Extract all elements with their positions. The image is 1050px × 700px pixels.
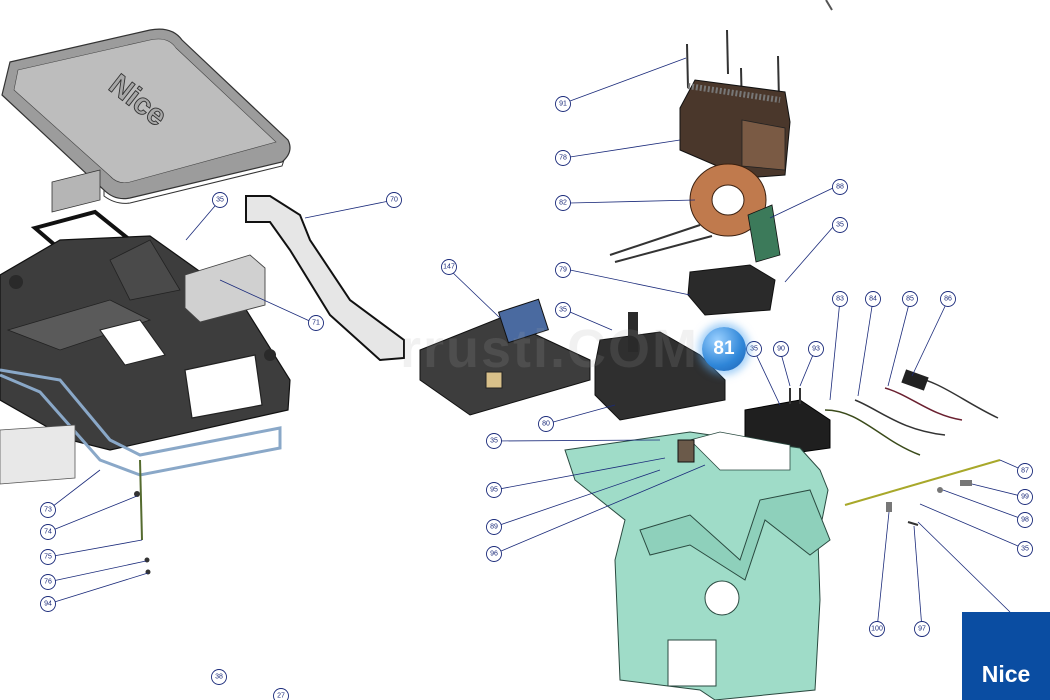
top-cover: Nice	[1, 28, 291, 204]
callout-38[interactable]: 38	[211, 669, 227, 685]
edge-fragment	[825, 0, 833, 11]
callout-82[interactable]: 82	[555, 195, 571, 211]
callout-75[interactable]: 75	[40, 549, 56, 565]
callout-80[interactable]: 80	[538, 416, 554, 432]
wire-harnesses	[824, 369, 1001, 506]
callout-79-label: 79	[559, 267, 567, 274]
callout-35-c[interactable]: 35	[746, 341, 762, 357]
callout-89[interactable]: 89	[486, 519, 502, 535]
callout-93-label: 93	[812, 346, 820, 353]
callout-35-e[interactable]: 35	[1017, 541, 1033, 557]
leader-lines	[47, 57, 1026, 630]
callout-88-label: 88	[836, 184, 844, 191]
watermark: rrusti.COM	[400, 319, 700, 379]
callout-80-label: 80	[542, 421, 550, 428]
brand-logo-text: Nice	[981, 661, 1031, 687]
part-98	[937, 487, 943, 493]
control-board-80	[594, 312, 726, 421]
callout-27-label: 27	[277, 693, 285, 700]
callout-73[interactable]: 73	[40, 502, 56, 518]
part-99	[960, 480, 972, 486]
callout-94-label: 94	[44, 601, 52, 608]
gasket-plate	[51, 169, 101, 213]
callout-89-label: 89	[490, 524, 498, 531]
highlighted-part-badge[interactable]: 81	[702, 327, 746, 371]
callout-91-label: 91	[559, 101, 567, 108]
callout-147[interactable]: 147	[441, 259, 457, 275]
callout-94[interactable]: 94	[40, 596, 56, 612]
callout-99[interactable]: 99	[1017, 489, 1033, 505]
tray-79	[687, 264, 776, 316]
callout-87-label: 87	[1021, 468, 1029, 475]
callout-74[interactable]: 74	[40, 524, 56, 540]
callout-95[interactable]: 95	[486, 482, 502, 498]
callout-147-label: 147	[443, 264, 455, 271]
callout-91[interactable]: 91	[555, 96, 571, 112]
callout-76-label: 76	[44, 579, 52, 586]
callout-74-label: 74	[44, 529, 52, 536]
callout-83[interactable]: 83	[832, 291, 848, 307]
callout-27[interactable]: 27	[273, 688, 289, 700]
heatsink	[679, 79, 791, 179]
callout-70-label: 70	[390, 197, 398, 204]
side-panel	[0, 424, 76, 485]
flat-cable	[245, 195, 405, 362]
callout-93[interactable]: 93	[808, 341, 824, 357]
base-plate	[564, 431, 831, 700]
control-board-147	[419, 298, 591, 416]
callout-35-a-label: 35	[836, 222, 844, 229]
callout-71[interactable]: 71	[308, 315, 324, 331]
callout-84[interactable]: 84	[865, 291, 881, 307]
part-100	[886, 502, 892, 512]
callout-38-label: 38	[215, 674, 223, 681]
callout-98[interactable]: 98	[1017, 512, 1033, 528]
callout-97[interactable]: 97	[914, 621, 930, 637]
callout-70[interactable]: 70	[386, 192, 402, 208]
callout-85-label: 85	[906, 296, 914, 303]
callout-98-label: 98	[1021, 517, 1029, 524]
callout-35-d-label: 35	[490, 438, 498, 445]
ground-wire	[139, 459, 143, 541]
callout-35-c-label: 35	[750, 346, 758, 353]
callout-97-label: 97	[918, 626, 926, 633]
callout-84-label: 84	[869, 296, 877, 303]
callout-79[interactable]: 79	[555, 262, 571, 278]
part-97	[907, 521, 919, 526]
transformer-coil	[609, 163, 767, 263]
callout-75-label: 75	[44, 554, 52, 561]
callout-71-label: 71	[312, 320, 320, 327]
callout-87[interactable]: 87	[1017, 463, 1033, 479]
callout-83-label: 83	[836, 296, 844, 303]
callout-99-label: 99	[1021, 494, 1029, 501]
callout-35-f-label: 35	[216, 197, 224, 204]
callout-35-e-label: 35	[1021, 546, 1029, 553]
callout-90[interactable]: 90	[773, 341, 789, 357]
callout-100-label: 100	[871, 626, 883, 633]
callout-100[interactable]: 100	[869, 621, 885, 637]
callout-78-label: 78	[559, 155, 567, 162]
callout-73-label: 73	[44, 507, 52, 514]
callout-82-label: 82	[559, 200, 567, 207]
callout-76[interactable]: 76	[40, 574, 56, 590]
callout-35-b-label: 35	[559, 307, 567, 314]
callout-96[interactable]: 96	[486, 546, 502, 562]
callout-88[interactable]: 88	[832, 179, 848, 195]
callout-90-label: 90	[777, 346, 785, 353]
callout-78[interactable]: 78	[555, 150, 571, 166]
callout-35-f[interactable]: 35	[212, 192, 228, 208]
callout-86[interactable]: 86	[940, 291, 956, 307]
callout-35-d[interactable]: 35	[486, 433, 502, 449]
cover-box	[184, 254, 266, 323]
callout-95-label: 95	[490, 487, 498, 494]
callout-85[interactable]: 85	[902, 291, 918, 307]
brand-logo: Nice	[962, 612, 1050, 700]
callout-86-label: 86	[944, 296, 952, 303]
board-88	[747, 204, 781, 263]
callout-35-a[interactable]: 35	[832, 217, 848, 233]
callout-96-label: 96	[490, 551, 498, 558]
callout-35-b[interactable]: 35	[555, 302, 571, 318]
